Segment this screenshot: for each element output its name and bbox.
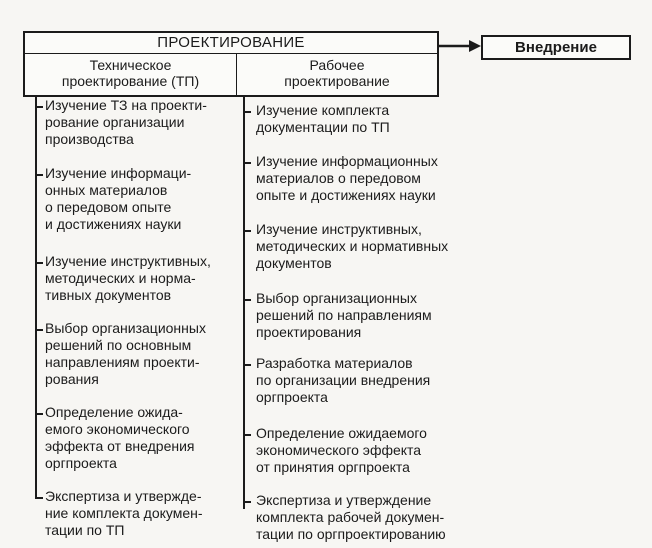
step-connector: [243, 364, 251, 366]
step-text-line: направлениям проекти-: [45, 354, 200, 370]
step-connector: [35, 413, 43, 415]
step-text-line: решений по основным: [45, 337, 192, 353]
step-text-line: проектирования: [256, 324, 362, 340]
step-connector: [243, 501, 251, 503]
step-text-line: по организации внедрения: [256, 372, 431, 388]
step-text-line: ние комплекта докумен-: [45, 505, 203, 521]
technical-design-label-line: проектирование (ТП): [61, 73, 200, 89]
step-text-line: Выбор организационных: [45, 320, 206, 336]
step-text-line: тивных документов: [45, 287, 172, 303]
arrow-to-implementation: [439, 40, 481, 52]
step-text-line: оргпроекта: [256, 389, 328, 405]
working-design-label-line: проектирование: [284, 73, 390, 89]
step-text-line: документации по ТП: [256, 119, 390, 135]
step-item: Изучение инструктивных,методических и но…: [256, 221, 448, 272]
step-text-line: эффекта от внедрения: [45, 438, 195, 454]
working-steps-line: [243, 97, 245, 509]
step-text-line: Определение ожида-: [45, 404, 183, 420]
step-text-line: методических и норма-: [45, 270, 196, 286]
step-text-line: Изучение инструктивных,: [256, 221, 422, 237]
step-text-line: документов: [256, 255, 332, 271]
design-stage-title: ПРОЕКТИРОВАНИЕ: [25, 33, 437, 54]
step-text-line: Изучение инструктивных,: [45, 253, 211, 269]
step-text-line: решений по направлениям: [256, 307, 432, 323]
step-text-line: о передовом опыте: [45, 199, 172, 215]
step-text-line: опыте и достижениях науки: [256, 187, 436, 203]
step-text-line: рование организации: [45, 114, 185, 130]
working-design-label-line: Рабочее: [309, 57, 365, 73]
step-text-line: рования: [45, 371, 99, 387]
step-text-line: Определение ожидаемого: [256, 425, 427, 441]
step-text-line: Экспертиза и утверждение: [256, 492, 432, 508]
step-text-line: тации по ТП: [45, 522, 125, 538]
step-text-line: материалов о передовом: [256, 170, 421, 186]
step-text-line: Экспертиза и утвержде-: [45, 488, 202, 504]
step-connector: [243, 162, 251, 164]
step-text-line: методических и нормативных: [256, 238, 449, 254]
step-text-line: Выбор организационных: [256, 290, 417, 306]
step-text-line: от принятия оргпроекта: [256, 459, 410, 475]
step-connector: [35, 497, 43, 499]
working-design-header: Рабочее проектирование: [237, 54, 437, 97]
technical-design-header: Техническое проектирование (ТП): [25, 54, 237, 97]
step-connector: [243, 434, 251, 436]
step-text-line: тации по оргпроектированию: [256, 526, 446, 542]
step-connector: [243, 111, 251, 113]
technical-design-label-line: Техническое: [89, 57, 172, 73]
step-text-line: Изучение информаци-: [45, 165, 192, 181]
step-item: Экспертиза и утвержде-ние комплекта доку…: [45, 488, 203, 539]
step-connector: [35, 329, 43, 331]
step-connector: [243, 299, 251, 301]
step-connector: [243, 230, 251, 232]
step-text-line: Изучение комплекта: [256, 102, 390, 118]
step-connector: [35, 262, 43, 264]
design-stage-box: ПРОЕКТИРОВАНИЕ Техническое проектировани…: [23, 31, 439, 97]
step-connector: [35, 106, 43, 108]
step-text-line: Разработка материалов: [256, 355, 413, 371]
step-text-line: оргпроекта: [45, 455, 117, 471]
step-text-line: онных материалов: [45, 182, 168, 198]
step-text-line: и достижениях науки: [45, 216, 182, 232]
technical-steps-line: [35, 97, 37, 497]
step-text-line: производства: [45, 131, 134, 147]
step-item: Изучение инструктивных,методических и но…: [45, 253, 211, 304]
step-item: Изучение ТЗ на проекти-рование организац…: [45, 97, 207, 148]
step-text-line: экономического эффекта: [256, 442, 422, 458]
step-text-line: Изучение ТЗ на проекти-: [45, 97, 207, 113]
implementation-stage-box: Внедрение: [481, 35, 631, 60]
step-text-line: Изучение информационных: [256, 153, 438, 169]
step-text-line: емого экономического: [45, 421, 190, 437]
step-text-line: комплекта рабочей докумен-: [256, 509, 445, 525]
step-connector: [35, 174, 43, 176]
